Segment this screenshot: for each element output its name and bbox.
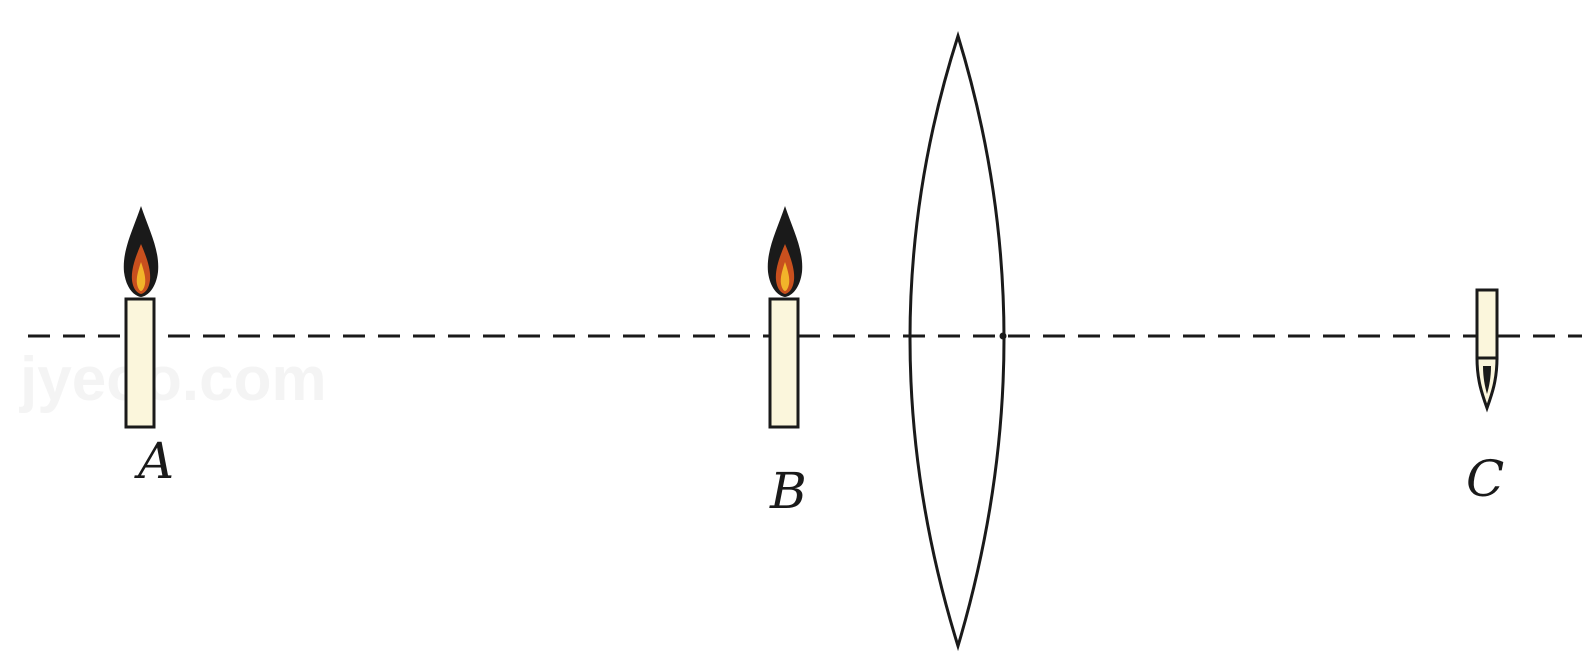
label-c: C (1466, 450, 1504, 508)
svg-text:jyeoo.com: jyeoo.com (19, 345, 327, 414)
candle-a-flame-core (136, 262, 146, 291)
inverted-image-flame-inner (1483, 366, 1491, 394)
inverted-image-body (1475, 288, 1499, 360)
watermark: jyeoo.com (19, 345, 327, 414)
label-a: A (134, 432, 174, 490)
inverted-image-c (1475, 288, 1499, 413)
candle-b (767, 206, 803, 429)
lens-optical-center (999, 332, 1007, 340)
candle-a-body (124, 297, 156, 429)
convex-lens (908, 30, 1006, 652)
candle-b-body (768, 297, 800, 429)
candle-b-flame-core (780, 262, 790, 291)
candle-a (123, 206, 159, 429)
label-b: B (769, 462, 807, 520)
